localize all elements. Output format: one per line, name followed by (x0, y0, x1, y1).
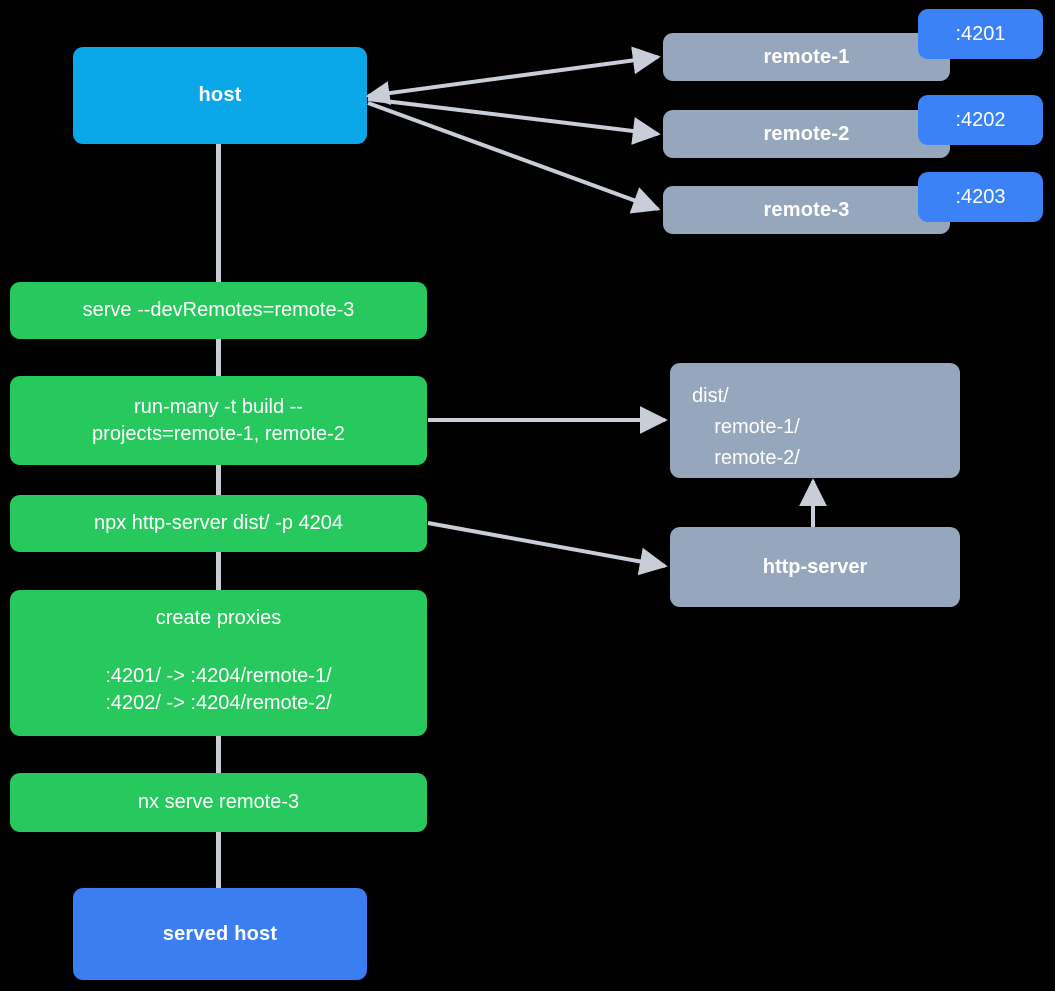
command-npx-http-server-label: npx http-server dist/ -p 4204 (93, 512, 343, 535)
edge-npx-httpserver (427, 521, 668, 576)
command-run-many-build-line-2: projects=remote-1, remote-2 (92, 422, 345, 445)
command-create-proxies-mapping-2: :4202/ -> :4204/remote-2/ (105, 691, 332, 714)
node-remote-2[interactable]: remote-2 (663, 110, 950, 158)
spine-segment-npx-to-proxies (216, 552, 221, 590)
port-badge-remote-2-label: :4202 (955, 108, 1006, 131)
port-badge-remote-1-label: :4201 (955, 22, 1006, 45)
command-serve-dev-remotes-label: serve --devRemotes=remote-3 (82, 299, 355, 322)
node-remote-1[interactable]: remote-1 (663, 33, 950, 81)
node-host-label: host (198, 84, 242, 107)
node-dist-folder-line-1: dist/ (692, 385, 729, 407)
node-dist-folder-body: dist/ remote-1/ remote-2/ (692, 381, 800, 474)
spine-segment-runmany-to-npx (216, 464, 221, 496)
node-remote-3-label: remote-3 (763, 198, 850, 221)
node-dist-folder[interactable]: dist/ remote-1/ remote-2/ (670, 363, 960, 478)
node-remote-2-label: remote-2 (763, 122, 850, 145)
command-create-proxies[interactable]: create proxies :4201/ -> :4204/remote-1/… (10, 590, 427, 736)
port-badge-remote-2[interactable]: :4202 (918, 95, 1043, 145)
command-serve-dev-remotes[interactable]: serve --devRemotes=remote-3 (10, 282, 427, 339)
edge-host-remote-2 (367, 97, 661, 145)
command-run-many-build[interactable]: run-many -t build -- projects=remote-1, … (10, 376, 427, 465)
command-nx-serve-remote-3[interactable]: nx serve remote-3 (10, 773, 427, 832)
spine-segment-serve-to-runmany (216, 338, 221, 376)
spine-segment-host-to-serve (216, 144, 221, 282)
spine-segment-proxies-to-nxserve (216, 735, 221, 773)
port-badge-remote-3[interactable]: :4203 (918, 172, 1043, 222)
node-served-host[interactable]: served host (73, 888, 367, 980)
command-nx-serve-remote-3-label: nx serve remote-3 (137, 791, 300, 814)
command-run-many-build-line-1: run-many -t build -- (134, 396, 303, 419)
node-remote-1-label: remote-1 (763, 45, 850, 68)
node-http-server[interactable]: http-server (670, 527, 960, 607)
command-create-proxies-title: create proxies (155, 607, 282, 629)
edge-host-remote-1 (365, 46, 661, 106)
node-host[interactable]: host (73, 47, 367, 144)
spine-segment-nxserve-to-served (216, 832, 221, 888)
node-dist-folder-line-3: remote-2/ (692, 447, 800, 469)
node-served-host-label: served host (162, 922, 278, 945)
port-badge-remote-1[interactable]: :4201 (918, 9, 1043, 59)
node-remote-3[interactable]: remote-3 (663, 186, 950, 234)
command-npx-http-server[interactable]: npx http-server dist/ -p 4204 (10, 495, 427, 552)
node-dist-folder-line-2: remote-1/ (692, 416, 800, 438)
edge-host-remote-3 (367, 101, 661, 214)
port-badge-remote-3-label: :4203 (955, 185, 1006, 208)
node-http-server-label: http-server (762, 555, 868, 578)
command-create-proxies-mapping-1: :4201/ -> :4204/remote-1/ (105, 665, 332, 688)
